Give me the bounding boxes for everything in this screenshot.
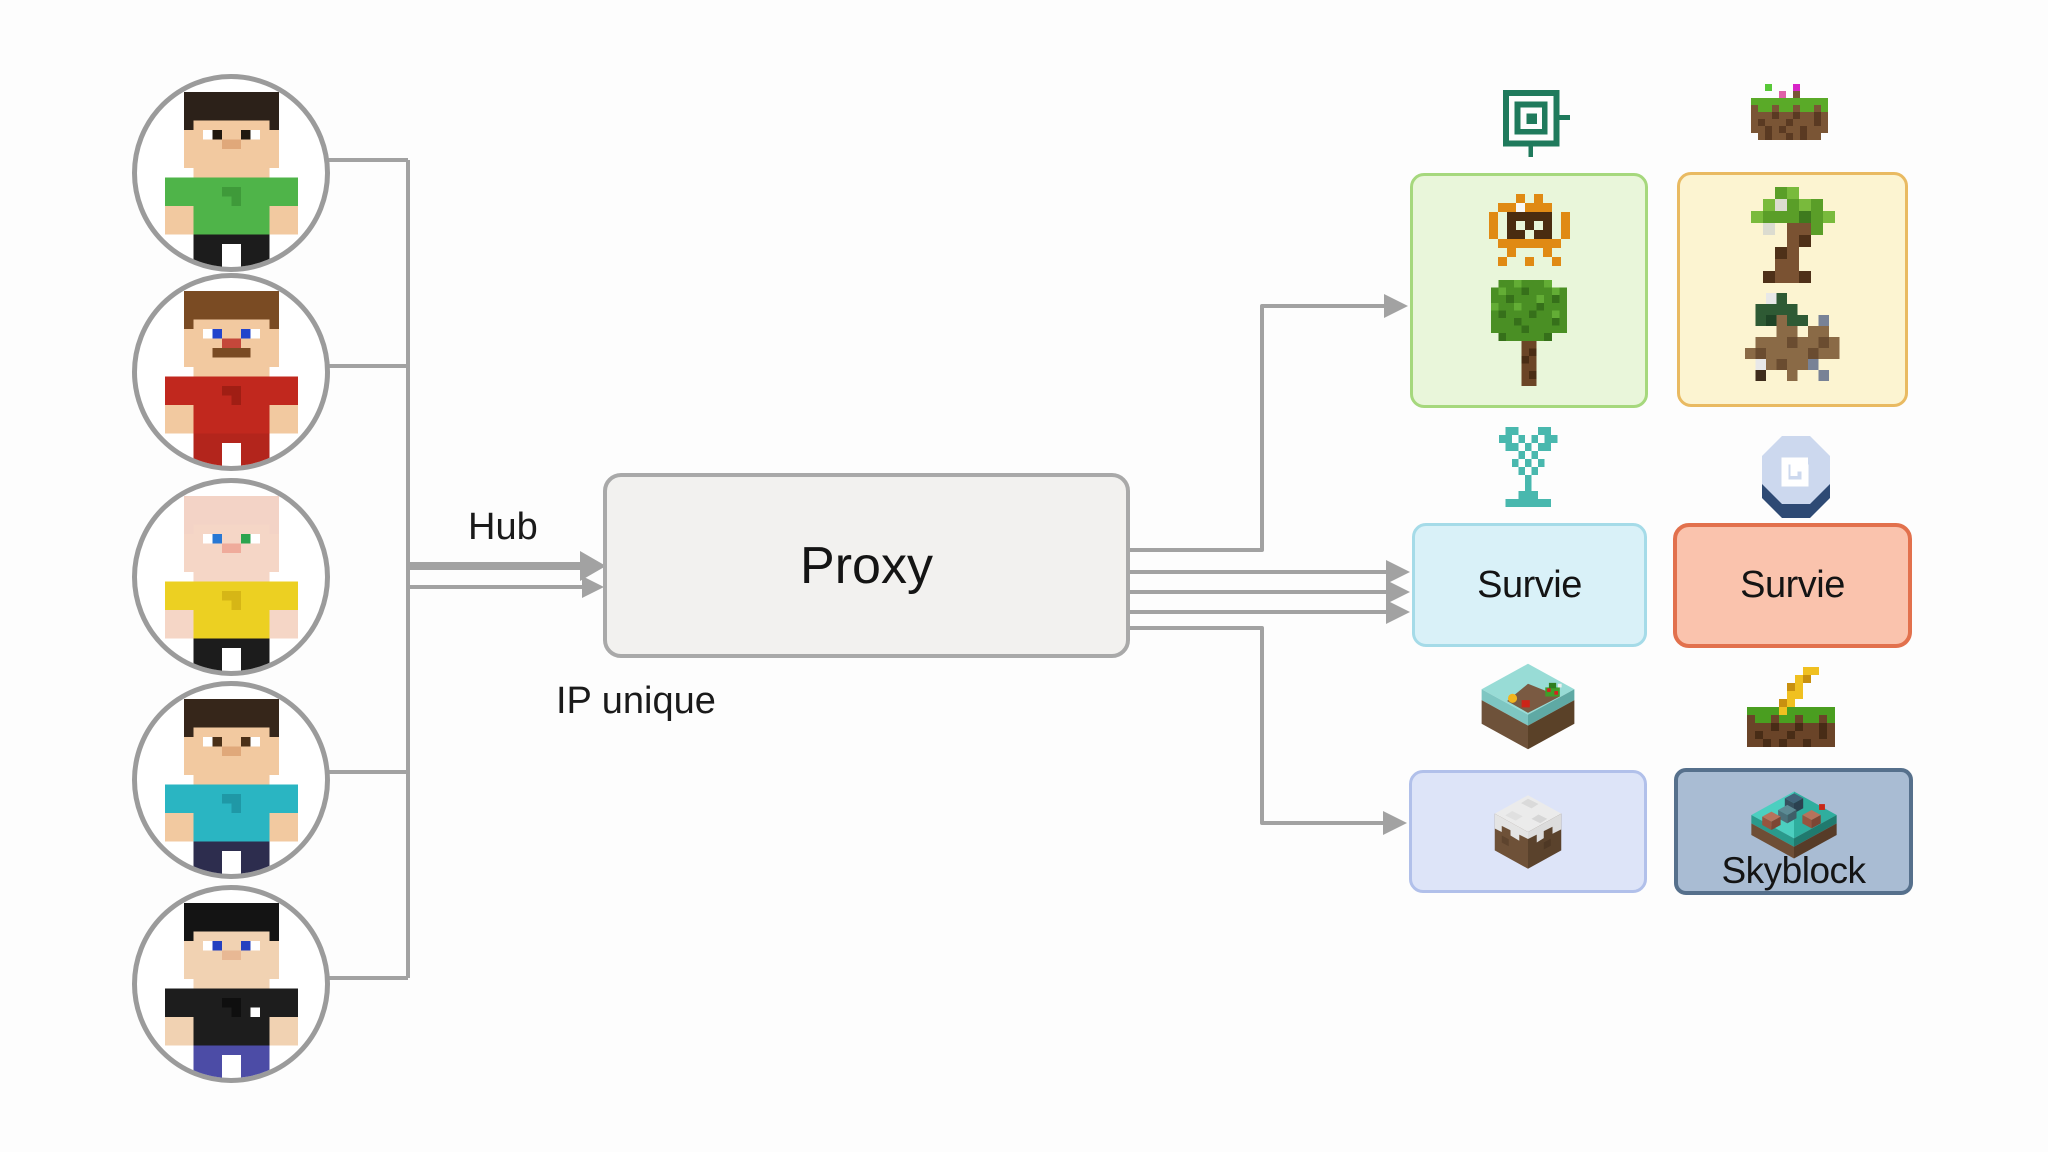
oneblock-island-icon xyxy=(1478,663,1578,757)
spawner-badge-icon xyxy=(1502,88,1572,163)
oneblock-server-box xyxy=(1409,770,1647,893)
minigames-server-box xyxy=(1410,173,1648,408)
grass-flowers-icon xyxy=(1751,84,1828,144)
player-avatar-4 xyxy=(132,681,330,879)
proxy-box: Proxy xyxy=(603,473,1130,658)
survie-label-2: Survie xyxy=(1740,564,1845,606)
spawner-badge-icon xyxy=(1502,89,1572,162)
survie-server-box-1: Survie xyxy=(1412,523,1647,647)
proxy-output-lines xyxy=(1130,304,1386,825)
ip-unique-label: IP unique xyxy=(556,680,716,722)
geyser-icon xyxy=(1758,436,1832,524)
palm-tree-icon xyxy=(1750,187,1835,283)
proxy-label: Proxy xyxy=(800,536,933,595)
hub-label: Hub xyxy=(468,506,538,548)
mangrove-roots-icon xyxy=(1745,293,1840,381)
tree-icon xyxy=(1491,280,1567,387)
survie-server-box-2: Survie xyxy=(1673,523,1912,648)
player-avatar-1 xyxy=(132,74,330,272)
arrowheads xyxy=(580,294,1410,835)
skyblock-island-icon xyxy=(1748,788,1840,862)
fountain-icon xyxy=(1499,427,1558,511)
grass-bolt-icon xyxy=(1747,667,1835,751)
skyblock-label: Skyblock xyxy=(1721,850,1866,891)
player-avatar-2 xyxy=(132,273,330,471)
player-bus-lines xyxy=(320,158,410,980)
skyblock-server-box: Skyblock xyxy=(1674,768,1913,895)
nature-server-box xyxy=(1677,172,1908,407)
grass-flowers-icon xyxy=(1751,84,1828,145)
oneblock-island-icon xyxy=(1478,660,1578,758)
snow-block-icon xyxy=(1493,793,1563,871)
player-avatar-5 xyxy=(132,885,330,1083)
totem-icon xyxy=(1488,194,1570,266)
grass-bolt-icon xyxy=(1747,667,1835,752)
player-avatar-3 xyxy=(132,478,330,676)
geyser-icon xyxy=(1758,434,1832,525)
fountain-icon xyxy=(1499,427,1558,512)
survie-label-1: Survie xyxy=(1477,563,1582,606)
